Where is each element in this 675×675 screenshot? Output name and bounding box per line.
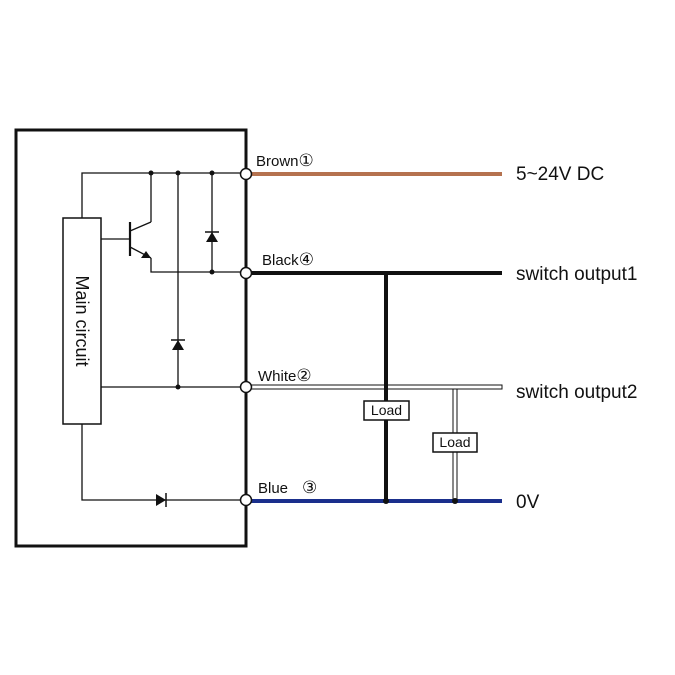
load1-box xyxy=(363,400,410,421)
switch-output2-label: switch output2 xyxy=(516,382,637,403)
load2-box xyxy=(432,432,478,453)
emitter-to-black xyxy=(150,258,246,273)
load2-label: Load xyxy=(439,434,470,450)
zero-volt-label: 0V xyxy=(516,492,540,513)
terminal-icon xyxy=(239,380,253,394)
junction-dot xyxy=(383,498,389,504)
load1-branch: Load xyxy=(363,273,410,504)
junction-dot xyxy=(175,170,181,176)
junction-dots xyxy=(148,170,215,390)
junction-dot xyxy=(209,170,215,176)
main-circuit-label: Main circuit xyxy=(72,275,92,366)
bottom-rail xyxy=(81,424,246,501)
junction-dot xyxy=(175,384,181,390)
top-rail xyxy=(81,172,246,218)
diode-icon xyxy=(171,339,185,350)
sensor-housing xyxy=(14,128,248,548)
white-wire-label: White② xyxy=(258,366,312,385)
load1-label: Load xyxy=(371,402,402,418)
supply-output-label: 5~24V DC xyxy=(516,164,604,185)
terminal-icon xyxy=(239,266,253,280)
junction-dot xyxy=(452,498,458,504)
terminals xyxy=(239,167,253,507)
transistor-collector xyxy=(129,221,152,232)
diode-icon xyxy=(156,493,167,507)
white-wire xyxy=(245,384,503,390)
junction-dot xyxy=(209,269,215,275)
black-wire-label: Black④ xyxy=(262,250,314,269)
diode-icon xyxy=(205,231,219,242)
terminal-icon xyxy=(239,167,253,181)
switch-output1-label: switch output1 xyxy=(516,264,637,285)
internal-wiring xyxy=(81,172,246,501)
main-circuit-block: Main circuit xyxy=(62,217,102,425)
load2-branch: Load xyxy=(432,388,478,504)
terminal-icon xyxy=(239,493,253,507)
transistor-icon xyxy=(141,251,151,258)
junction-dot xyxy=(148,170,154,176)
brown-wire-label: Brown① xyxy=(256,151,314,170)
